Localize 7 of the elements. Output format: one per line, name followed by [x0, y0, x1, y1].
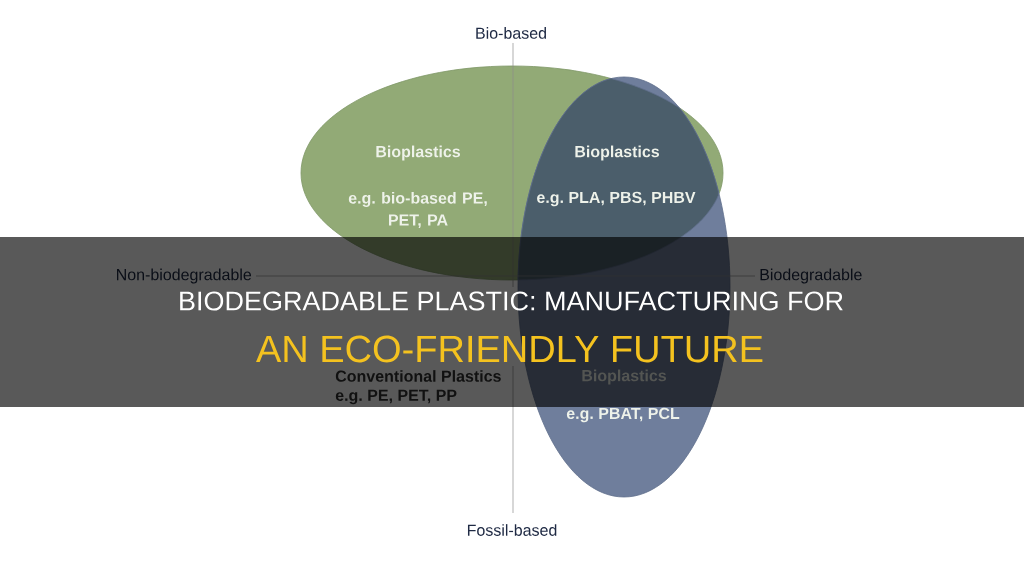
axis-label: Biodegradable: [760, 268, 862, 284]
quadrant-heading: Conventional Plastics: [335, 370, 501, 382]
axis-label: Non-biodegradable: [117, 268, 252, 284]
quadrant-text: e.g. PE, PET, PP: [335, 389, 457, 405]
axis-label: Bio-based: [476, 27, 546, 39]
axis-label: Fossil-based: [467, 524, 557, 536]
overlap-region: Bioplastics e.g. PLA, PBS, PHBV: [517, 78, 719, 281]
